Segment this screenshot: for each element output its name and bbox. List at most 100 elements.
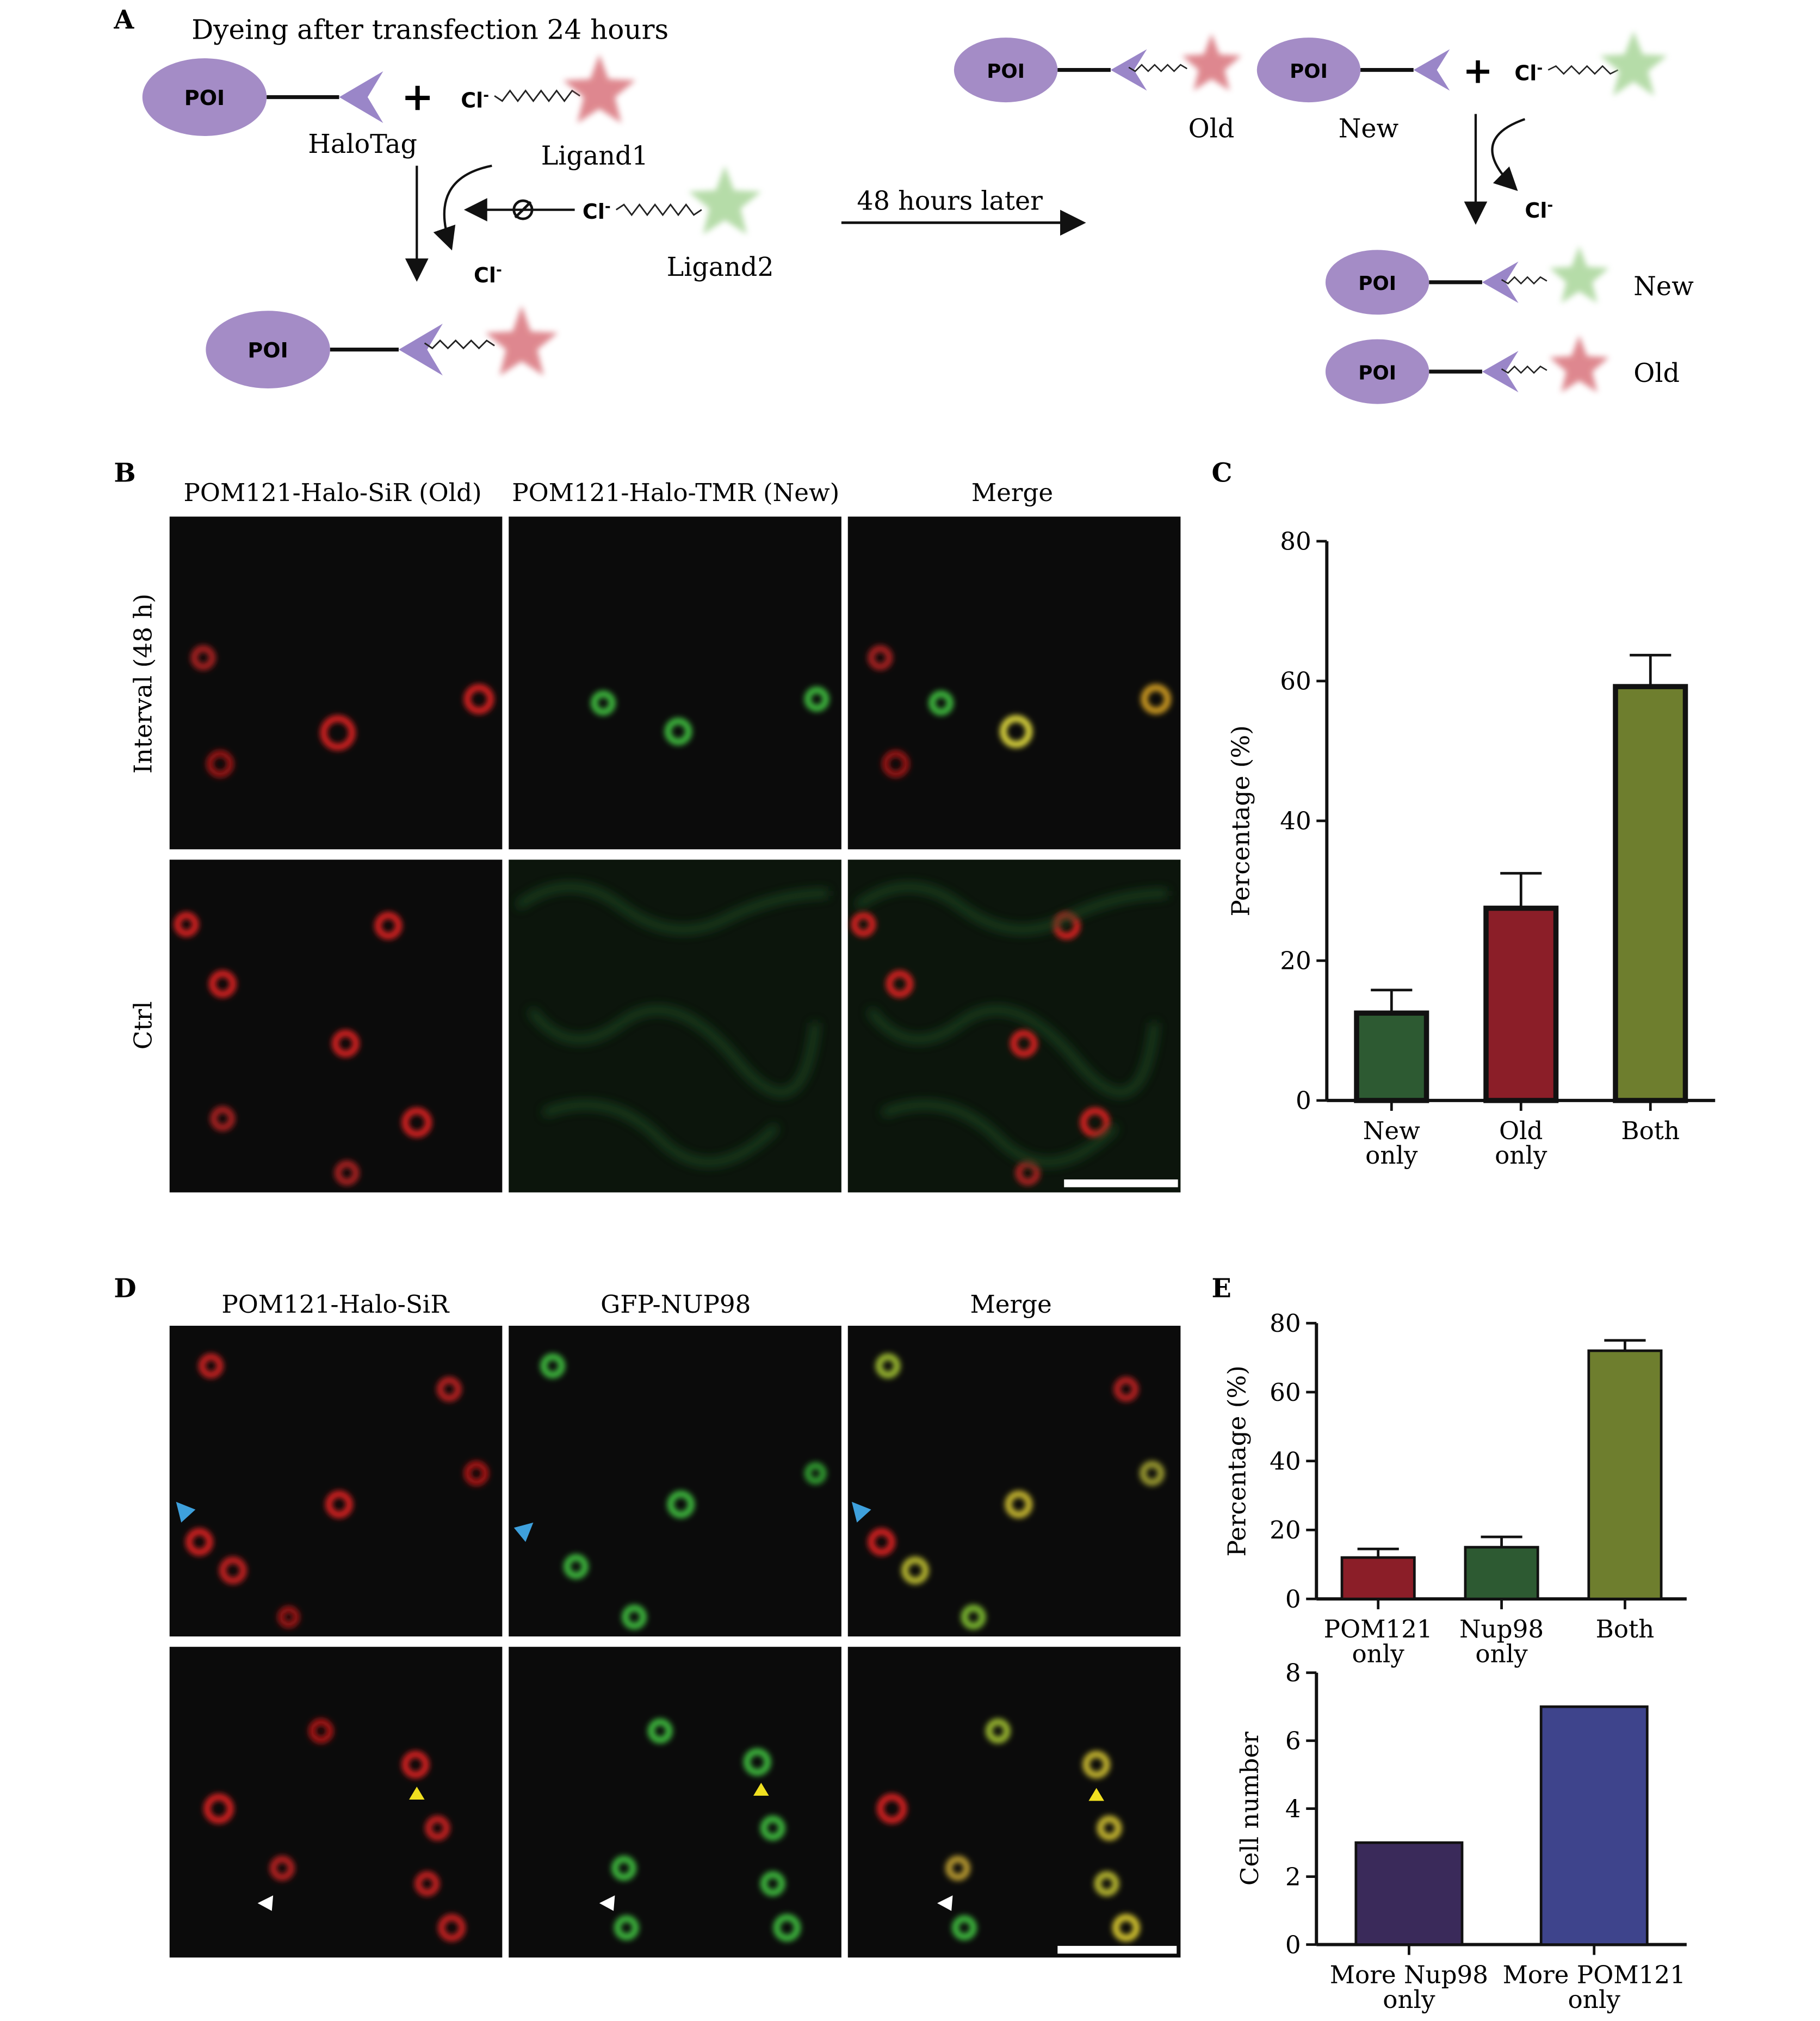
panel-d-label: D [114,1274,136,1304]
arrow-48h-label: 48 hours later [857,187,1043,217]
poi-label: POI [184,86,225,110]
cl-leaving-1: Cl- [474,262,502,287]
old-product-star-icon [1549,335,1609,393]
panel-c-label: C [1211,458,1232,488]
row-label-interval: Interval (48 h) [128,594,157,774]
blocked-icon [512,199,534,220]
annotation-arrowheads [176,1501,1104,1911]
ligand2-star-icon [689,165,762,234]
halotag-label: HaloTag [308,129,417,159]
y-axis-label: Percentage (%) [1222,1365,1251,1556]
ligand1-star-icon [563,54,636,123]
new-green-star-icon [1600,31,1668,96]
poi-old-label: POI [987,60,1025,83]
bar [1613,684,1688,1103]
bar [1340,1556,1416,1600]
micrograph-b-new-interval [509,516,841,850]
poi-ellipse [142,58,267,136]
y-tick-label: 4 [1285,1794,1301,1823]
white-arrowhead-icon [937,1895,953,1911]
bar [1354,1010,1429,1103]
cl-ligand2: Cl- [583,199,611,224]
yellow-arrowhead-icon [409,1787,425,1800]
bar [1464,1546,1539,1600]
micrograph-d-gfp-top [509,1325,841,1637]
panel-b-title-old: POM121-Halo-SiR (Old) [184,478,482,507]
poi-new-product: POI [1358,273,1396,295]
bar [1539,1705,1649,1946]
cl-leaving-2: Cl- [1525,197,1553,223]
poi-product-ellipse [206,311,330,389]
white-arrowhead-icon [599,1895,615,1911]
linker-zigzag-2 [615,203,702,217]
panel-a-header: Dyeing after transfection 24 hours [191,14,668,45]
y-tick-label: 80 [1270,1309,1301,1338]
panel-a-label: A [113,4,134,35]
y-tick-label: 0 [1285,1585,1301,1614]
ligand2-label: Ligand2 [667,252,774,282]
white-arrowhead-icon [257,1895,274,1911]
panel-b-title-new: POM121-Halo-TMR (New) [512,478,839,507]
micrograph-d-gfp-bottom [509,1647,841,1958]
ligand1-label: Ligand1 [541,141,648,171]
poi-construct-left: POI HaloTag + Cl- Ligand1 Cl- Cl- Ligand… [142,54,774,389]
y-tick-label: 2 [1285,1862,1301,1891]
plus-sign-1: + [401,73,434,119]
scale-bar-d [1057,1945,1177,1954]
y-tick-label: 6 [1285,1727,1301,1756]
old-label-bottom: Old [1633,359,1680,388]
y-tick-label: 80 [1280,527,1311,556]
blue-arrowhead-icon [513,1522,534,1542]
new-label-bottom: New [1633,272,1694,302]
yellow-arrowhead-icon [1088,1788,1104,1801]
cl-right: Cl- [1514,60,1543,85]
row-label-ctrl: Ctrl [128,1001,157,1049]
cl-ligand1: Cl- [461,87,489,112]
bar [1587,1349,1663,1600]
poi-old-product: POI [1358,362,1396,384]
linker-zigzag-1 [494,89,580,103]
panel-d: D POM121-Halo-SiR GFP-NUP98 Merge [114,1274,1181,1958]
poi-construct-right: POI Old POI New + Cl- Cl- POI New [954,31,1694,404]
y-tick-label: 40 [1280,807,1311,836]
y-tick-label: 20 [1280,947,1311,975]
panel-a: A Dyeing after transfection 24 hours POI… [113,4,1694,404]
product-red-star-icon [485,305,558,376]
old-label-top: Old [1188,114,1235,144]
halotag-chevron [339,71,383,123]
bar [1354,1841,1464,1946]
micrograph-b-new-ctrl [509,860,841,1192]
blue-arrowhead-icon [851,1501,871,1523]
plus-sign-2: + [1463,48,1493,91]
micrograph-b-old-interval [169,516,503,850]
y-axis-label: Cell number [1235,1732,1264,1886]
x-tick-label: Both [1596,1615,1655,1643]
y-tick-label: 40 [1270,1447,1301,1475]
panel-d-title-gfp: GFP-NUP98 [601,1290,751,1319]
y-axis-label: Percentage (%) [1227,725,1255,916]
y-tick-label: 20 [1270,1516,1301,1544]
micrograph-b-merge-interval [847,516,1181,850]
panel-d-title-pom: POM121-Halo-SiR [221,1290,450,1319]
yellow-arrowhead-icon [753,1783,769,1796]
new-product-star-icon [1549,246,1609,303]
panel-b-label: B [114,458,135,488]
y-tick-label: 8 [1285,1659,1301,1688]
old-red-star-icon [1181,33,1242,91]
poi-product-label: POI [247,338,288,362]
bar [1483,905,1559,1103]
y-tick-label: 60 [1280,667,1311,696]
panel-e-label: E [1211,1274,1231,1304]
panel-b-title-merge: Merge [971,478,1053,507]
blue-arrowhead-icon [176,1501,196,1523]
panel-b: B POM121-Halo-SiR (Old) POM121-Halo-TMR … [114,458,1181,1192]
